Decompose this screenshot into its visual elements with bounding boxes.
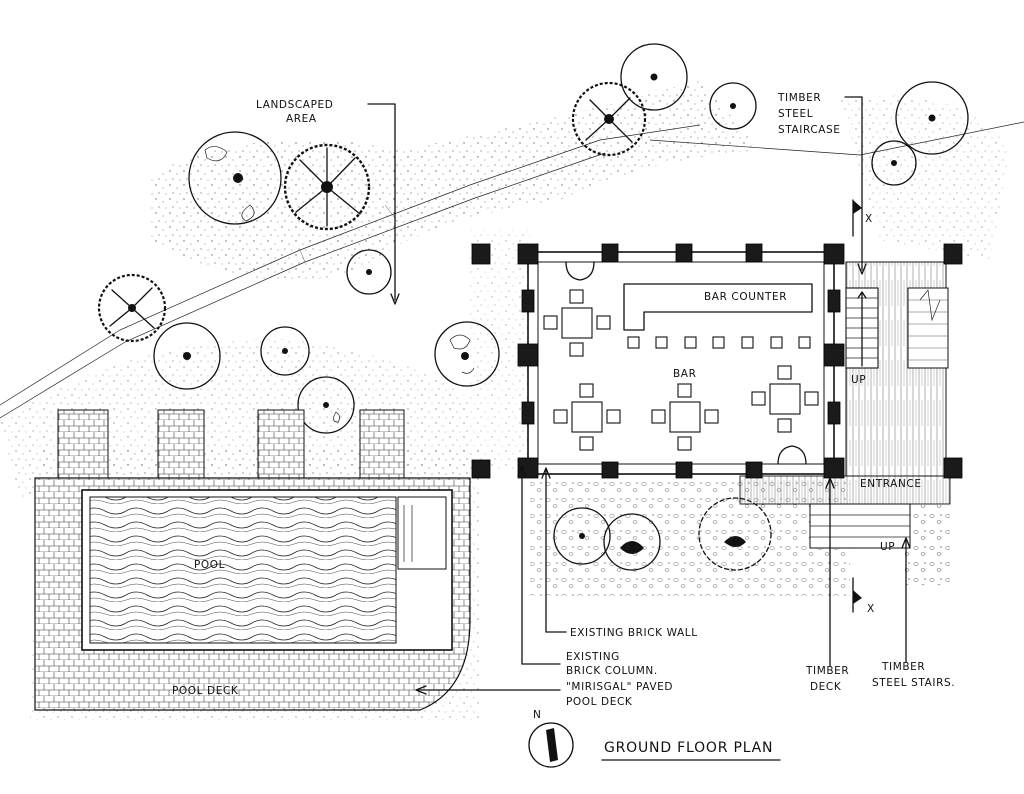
tree-canopy-icon <box>871 140 917 186</box>
label-pool-deck: POOL DECK <box>172 685 239 697</box>
drawing-title: GROUND FLOOR PLAN <box>601 740 781 761</box>
tree-canopy-icon <box>297 376 355 434</box>
label-bar-counter: BAR COUNTER <box>704 291 787 303</box>
bar-stools <box>627 336 811 349</box>
label-up-1: UP <box>851 374 866 386</box>
label-up-2: UP <box>880 541 895 553</box>
label-timber-stairs-2: STEEL STAIRS. <box>872 677 955 689</box>
chair-icon <box>553 409 568 424</box>
bar-counter <box>623 283 813 331</box>
chair-icon <box>579 383 594 398</box>
chair-icon <box>777 418 792 433</box>
table-group-sw <box>553 383 621 451</box>
label-pool: POOL <box>194 559 225 571</box>
section-mark-top: X <box>865 213 873 225</box>
bar-building <box>471 243 963 479</box>
tree-canopy-icon <box>153 322 221 390</box>
shrub-icon <box>283 143 371 231</box>
brick-columns <box>471 243 963 479</box>
chair-icon <box>704 409 719 424</box>
tree-canopy-icon <box>346 249 392 295</box>
label-landscaped-2: AREA <box>286 113 317 125</box>
tree-canopy-icon <box>260 326 310 376</box>
tree-canopy-icon <box>709 82 757 130</box>
label-timber-staircase-2: STEEL <box>778 108 813 120</box>
table-group-nw <box>543 289 611 357</box>
label-timber-stairs-1: TIMBER <box>881 661 925 673</box>
chair-icon <box>606 409 621 424</box>
trees <box>97 43 969 571</box>
tree-canopy-icon <box>895 81 969 155</box>
label-paved-deck-2: POOL DECK <box>566 696 633 708</box>
label-existing-brick-column-2: BRICK COLUMN. <box>566 665 658 677</box>
north-arrow-icon: N <box>528 709 574 768</box>
section-marker-bottom: X <box>852 577 875 615</box>
pool <box>81 489 453 651</box>
north-label: N <box>533 709 541 721</box>
label-existing-brick-column-1: EXISTING <box>566 651 620 663</box>
door-swings <box>565 261 807 465</box>
tree-canopy-icon <box>620 43 688 111</box>
timber-steel-staircase <box>845 287 949 369</box>
shrub-icon <box>97 273 167 343</box>
tree-canopy-icon <box>434 321 500 387</box>
label-paved-deck-1: "MIRISGAL" PAVED <box>566 681 673 693</box>
label-existing-brick-wall: EXISTING BRICK WALL <box>570 627 698 639</box>
shrub-icon <box>571 81 647 157</box>
table-group-e <box>751 365 819 433</box>
chair-icon <box>651 409 666 424</box>
chair-icon <box>569 289 584 304</box>
label-bar: BAR <box>673 368 696 380</box>
chair-icon <box>579 436 594 451</box>
label-timber-deck-1: TIMBER <box>805 665 849 677</box>
section-marker-top: X <box>852 199 873 237</box>
chair-icon <box>777 365 792 380</box>
table-group-mid <box>651 383 719 451</box>
chair-icon <box>543 315 558 330</box>
label-timber-deck-2: DECK <box>810 681 842 693</box>
plan-labels: LANDSCAPED AREA TIMBER STEEL STAIRCASE B… <box>172 92 955 708</box>
chair-icon <box>677 436 692 451</box>
chair-icon <box>596 315 611 330</box>
label-timber-staircase-1: TIMBER <box>777 92 821 104</box>
label-landscaped-1: LANDSCAPED <box>256 99 333 111</box>
site-pathway <box>0 121 1024 419</box>
section-mark-bottom: X <box>867 603 875 615</box>
chair-icon <box>751 391 766 406</box>
plan-title: GROUND FLOOR PLAN <box>604 740 773 756</box>
tree-canopy-icon <box>188 131 282 225</box>
leader-lines <box>367 96 911 695</box>
chair-icon <box>677 383 692 398</box>
chair-icon <box>569 342 584 357</box>
label-timber-staircase-3: STAIRCASE <box>778 124 841 136</box>
chair-icon <box>804 391 819 406</box>
label-entrance: ENTRANCE <box>860 478 922 490</box>
